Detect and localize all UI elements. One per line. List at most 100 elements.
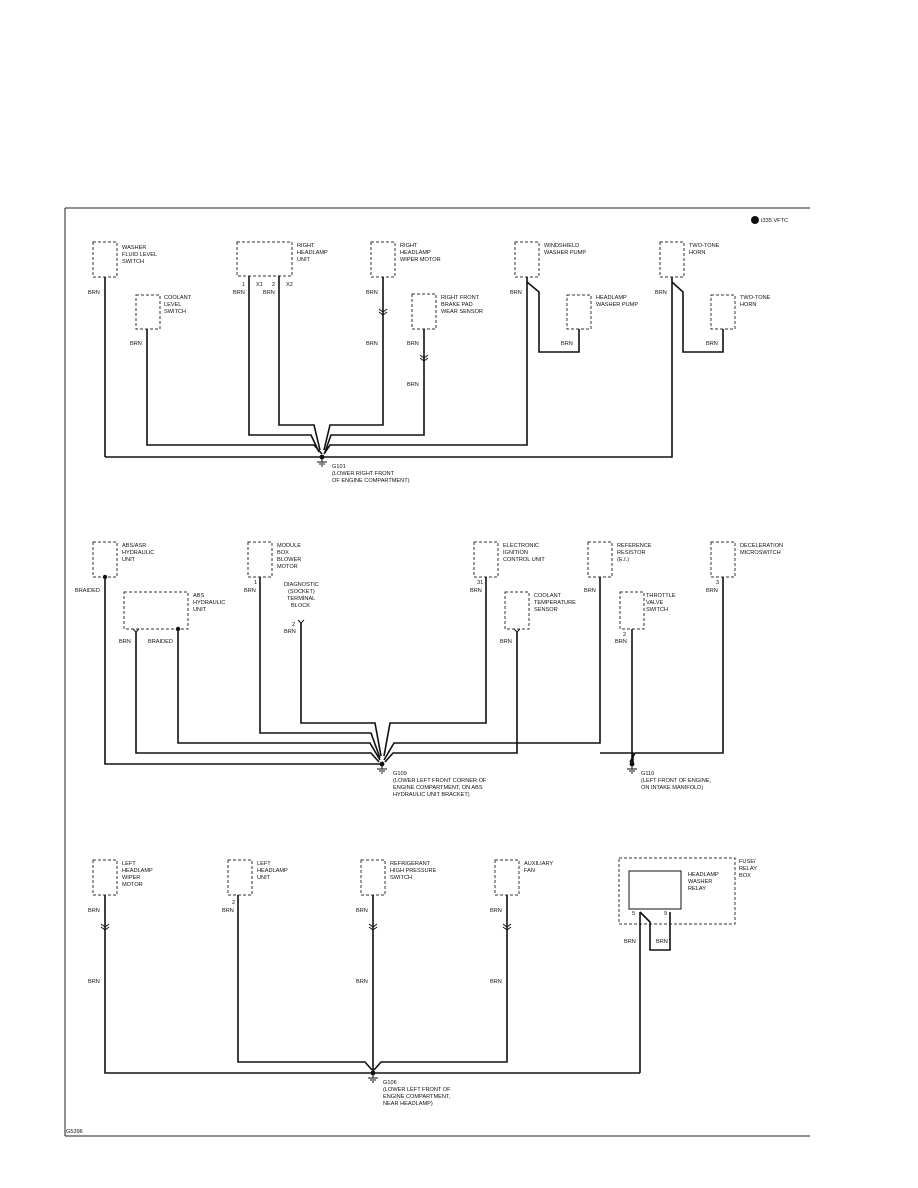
wire (373, 895, 508, 1071)
wire-label: BRN (490, 908, 502, 914)
abs-asr-hydraulic-unit-box (92, 541, 118, 578)
wire-label: BRN (624, 939, 636, 945)
wire (526, 281, 580, 353)
deceleration-microswitch-box (710, 541, 736, 578)
abs-hydraulic-unit-box (123, 591, 189, 630)
wire (323, 277, 528, 455)
g101-label: G101 (LOWER RIGHT FRONT OF ENGINE COMPAR… (332, 464, 410, 484)
pin-label: X2 (286, 282, 293, 288)
splice-dot (379, 761, 385, 767)
electronic-ignition-control-unit-label: ELECTRONIC IGNITION CONTROL UNIT (503, 543, 545, 563)
wire-label: BRN (615, 639, 627, 645)
wire-label: BRN (706, 588, 718, 594)
right-headlamp-wiper-motor-label: RIGHT HEADLAMP WIPER MOTOR (400, 243, 441, 263)
fuse-relay-box-label: FUSE/ RELAY BOX (739, 859, 758, 879)
pin-label: 3 (716, 580, 719, 586)
throttle-valve-switch-box (619, 591, 645, 630)
right-headlamp-wiper-motor-box (370, 241, 396, 278)
logo-icon (751, 216, 759, 224)
deceleration-microswitch-label: DECELERATION MICROSWITCH (740, 543, 785, 556)
wire-label: BRN (706, 341, 718, 347)
wire (104, 895, 640, 1074)
wire-label: BRN (244, 588, 256, 594)
two-tone-horn-1-label: TWO-TONE HORN (689, 243, 721, 256)
pin-label: 2 (292, 622, 295, 628)
auxiliary-fan-box (494, 859, 520, 896)
wire (300, 623, 382, 757)
fuse-relay-box (618, 857, 736, 925)
wire-label: BRN (656, 939, 668, 945)
wire-label: BRN (470, 588, 482, 594)
wire (324, 329, 425, 453)
g110-label: G110 (LEFT FRONT OF ENGINE, ON INTAKE MA… (641, 771, 713, 791)
wire-label: BRN (407, 382, 419, 388)
section-g106: LEFT HEADLAMP WIPER MOTOR BRN BRN LEFT H… (88, 857, 758, 1107)
wire (135, 632, 380, 763)
headlamp-washer-pump-box (566, 294, 592, 330)
headlamp-washer-pump-label: HEADLAMP WASHER PUMP (596, 295, 638, 308)
wire (248, 276, 320, 453)
wire-label: BRN (119, 639, 131, 645)
pin-label: 1 (242, 282, 245, 288)
washer-fluid-level-switch-label: WASHER FLUID LEVEL SWITCH (122, 245, 159, 265)
wire-label: BRN (584, 588, 596, 594)
left-headlamp-unit-label: LEFT HEADLAMP UNIT (257, 861, 289, 881)
ground-icon (368, 1075, 378, 1083)
pin-label: 2 (272, 282, 275, 288)
wire-label: BRN (655, 290, 667, 296)
left-headlamp-wiper-motor-box (92, 859, 118, 896)
wire-label: BRN (356, 908, 368, 914)
wire-label: BRN (88, 908, 100, 914)
coolant-level-switch-label: COOLANT LEVEL SWITCH (164, 295, 193, 315)
wire-label: BRN (490, 979, 502, 985)
pin-label: 31 (477, 580, 483, 586)
wire (177, 629, 381, 761)
wire-label: BRN (366, 341, 378, 347)
splice-dot (319, 454, 325, 460)
figure-id: G5396 (66, 1129, 83, 1135)
headlamp-washer-relay-label: HEADLAMP WASHER RELAY (688, 872, 720, 892)
section-g101: WASHER FLUID LEVEL SWITCH BRN COOLANT LE… (88, 241, 772, 484)
g109-label: G109 (LOWER LEFT FRONT CORNER OF ENGINE … (393, 771, 488, 798)
wire-label: BRAIDED (148, 639, 173, 645)
wire (104, 577, 380, 765)
wire-label: BRN (88, 290, 100, 296)
header-logo: I335 VFTC (751, 216, 788, 224)
washer-fluid-level-switch-box (92, 241, 118, 278)
wire-label: BRAIDED (75, 588, 100, 594)
reference-resistor-box (587, 541, 613, 578)
pin-label: 2 (623, 632, 626, 638)
abs-hydraulic-unit-label: ABS HYDRAULIC UNIT (193, 593, 227, 613)
right-headlamp-unit-label: RIGHT HEADLAMP UNIT (297, 243, 329, 263)
auxiliary-fan-label: AUXILIARY FAN (524, 861, 555, 874)
abs-asr-hydraulic-unit-label: ABS/ASR HYDRAULIC UNIT (122, 543, 156, 563)
pin-label: 1 (254, 580, 257, 586)
wire (639, 911, 671, 951)
left-headlamp-wiper-motor-label: LEFT HEADLAMP WIPER MOTOR (122, 861, 154, 888)
right-headlamp-unit-box (236, 241, 293, 277)
connector-icon (378, 308, 388, 316)
wire (278, 276, 321, 451)
refrigerant-switch-label: REFRIGERANT HIGH PRESSURE SWITCH (390, 861, 438, 881)
wire (105, 277, 673, 458)
throttle-valve-switch-label: THROTTLE VALVE SWITCH (646, 593, 677, 613)
electronic-ignition-control-unit-box (473, 541, 499, 578)
wire-label: BRN (510, 290, 522, 296)
wire (259, 577, 381, 759)
coolant-temperature-sensor-label: COOLANT TEMPERATURE SENSOR (534, 593, 577, 613)
pin-label: X1 (256, 282, 263, 288)
ground-icon (627, 766, 637, 774)
two-tone-horn-2-label: TWO-TONE HORN (740, 295, 772, 308)
two-tone-horn-1-box (659, 241, 685, 278)
wire-label: BRN (88, 979, 100, 985)
section-g109-g110: ABS/ASR HYDRAULIC UNIT BRAIDED ABS HYDRA… (75, 541, 785, 798)
wire (237, 895, 373, 1071)
wire-label: BRN (356, 979, 368, 985)
wire (600, 752, 634, 763)
splice-dot (370, 1070, 376, 1076)
logo-text: I335 VFTC (761, 218, 788, 224)
wire-label: BRN (233, 290, 245, 296)
wire-label: BRN (366, 290, 378, 296)
ground-icon (377, 766, 387, 774)
